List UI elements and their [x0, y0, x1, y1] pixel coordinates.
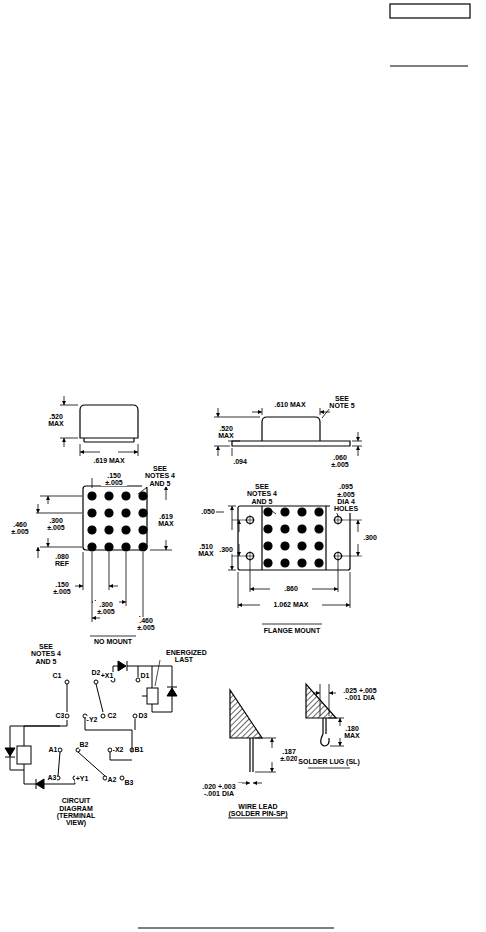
pin — [264, 542, 272, 550]
dimension-label: .150 ±.005 — [101, 472, 127, 487]
pin — [105, 509, 113, 517]
dimension-label: .460 ±.005 — [133, 617, 159, 632]
dimension-label: .300 — [362, 534, 378, 541]
dimension-label: .080 REF — [52, 553, 72, 568]
terminal — [94, 680, 98, 684]
dimension-label: -X2 — [112, 746, 125, 753]
dimension-label: -Y2 — [86, 716, 99, 723]
terminal — [65, 680, 69, 684]
dimension-label: SEE NOTES 4 AND 5 — [243, 483, 281, 505]
dimension-label: .060 ±.005 — [328, 454, 352, 469]
dimension-label: A3 — [47, 774, 58, 781]
pin — [315, 525, 323, 533]
pin — [281, 559, 289, 567]
dimension-label: FLANGE MOUNT — [263, 627, 321, 634]
dimension-label: D3 — [138, 712, 149, 719]
terminal — [101, 714, 105, 718]
dimension-label: .510 MAX — [196, 543, 216, 558]
dimension-label: C1 — [52, 672, 63, 679]
dimension-label: .020 +.003 -.001 DIA — [196, 783, 242, 798]
dimension-label: B1 — [134, 746, 145, 753]
dimension-label: B2 — [79, 741, 90, 748]
pin — [281, 525, 289, 533]
dimension-label: ENERGIZED LAST — [165, 649, 203, 664]
dimension-label: SOLDER LUG (SL) — [297, 758, 360, 765]
rule — [390, 65, 468, 66]
dimension-label: .150 ±.005 — [49, 581, 75, 596]
pin — [139, 526, 147, 534]
dimension-label: .619 MAX — [92, 457, 125, 464]
dimension-label: .610 MAX — [273, 401, 306, 408]
dimension-label: B3 — [124, 779, 135, 786]
dimension-label: 1.062 MAX — [272, 601, 309, 608]
dimension-label: .050 — [200, 508, 216, 515]
dimension-label: .300 ±.005 — [93, 601, 119, 616]
dimension-label: .300 — [218, 546, 234, 553]
pin — [139, 492, 147, 500]
pin — [298, 542, 306, 550]
dimension-label: D1 — [140, 672, 151, 679]
dimension-label: .619 MAX — [156, 513, 176, 528]
dimension-label: .025 +.005 -.001 DIA — [337, 687, 383, 702]
pin — [88, 492, 96, 500]
dimension-label: .300 ±.005 — [43, 517, 69, 532]
bottom-view — [36, 478, 172, 636]
pin — [139, 509, 147, 517]
dimension-label: .860 — [283, 585, 299, 592]
dimension-label: .520 MAX — [215, 425, 237, 440]
pin — [264, 525, 272, 533]
terminal — [65, 714, 69, 718]
pin — [105, 492, 113, 500]
pin — [281, 508, 289, 516]
terminal — [58, 748, 62, 752]
dimension-label: .095 ±.005 DIA 4 HOLES — [330, 483, 362, 512]
dimension-label: C2 — [107, 712, 118, 719]
dimension-label: +Y1 — [75, 775, 90, 782]
title-box — [390, 4, 470, 18]
pin — [122, 526, 130, 534]
dimension-label: CIRCUIT DIAGRAM (TERMINAL VIEW) — [50, 797, 102, 826]
pin — [105, 526, 113, 534]
pin — [122, 509, 130, 517]
dimension-label: NO MOUNT — [93, 638, 133, 645]
pin — [298, 525, 306, 533]
circuit-diagram — [5, 660, 177, 789]
pin — [264, 508, 272, 516]
dimension-label: .460 ±.005 — [7, 521, 33, 536]
dimension-label: .520 MAX — [45, 413, 67, 428]
pin — [315, 542, 323, 550]
pin — [264, 559, 272, 567]
terminal — [133, 714, 137, 718]
dimension-label: A2 — [107, 776, 118, 783]
pin — [281, 542, 289, 550]
dimension-label: .180 MAX — [341, 725, 363, 740]
pin — [88, 543, 96, 551]
pin — [139, 543, 147, 551]
pin — [122, 492, 130, 500]
dimension-label: .094 — [232, 458, 248, 465]
flange-bottom-view — [214, 506, 362, 624]
pin — [88, 526, 96, 534]
dimension-label: +X1 — [100, 672, 115, 679]
flange-side-view — [214, 408, 362, 456]
pin — [298, 559, 306, 567]
dimension-label: C3 — [55, 712, 66, 719]
pin — [88, 509, 96, 517]
pin — [315, 508, 323, 516]
dimension-label: SEE NOTES 4 AND 5 — [142, 465, 178, 487]
dimension-label: SEE NOTE 5 — [328, 395, 356, 410]
pin — [122, 543, 130, 551]
rule — [138, 927, 334, 928]
side-view — [60, 396, 138, 456]
dimension-label: WIRE LEAD (SOLDER PIN-SP) — [225, 803, 291, 818]
pin — [315, 559, 323, 567]
pin — [105, 543, 113, 551]
pin — [298, 508, 306, 516]
dimension-label: SEE NOTES 4 AND 5 — [28, 643, 64, 665]
dimension-label: A1 — [48, 746, 59, 753]
